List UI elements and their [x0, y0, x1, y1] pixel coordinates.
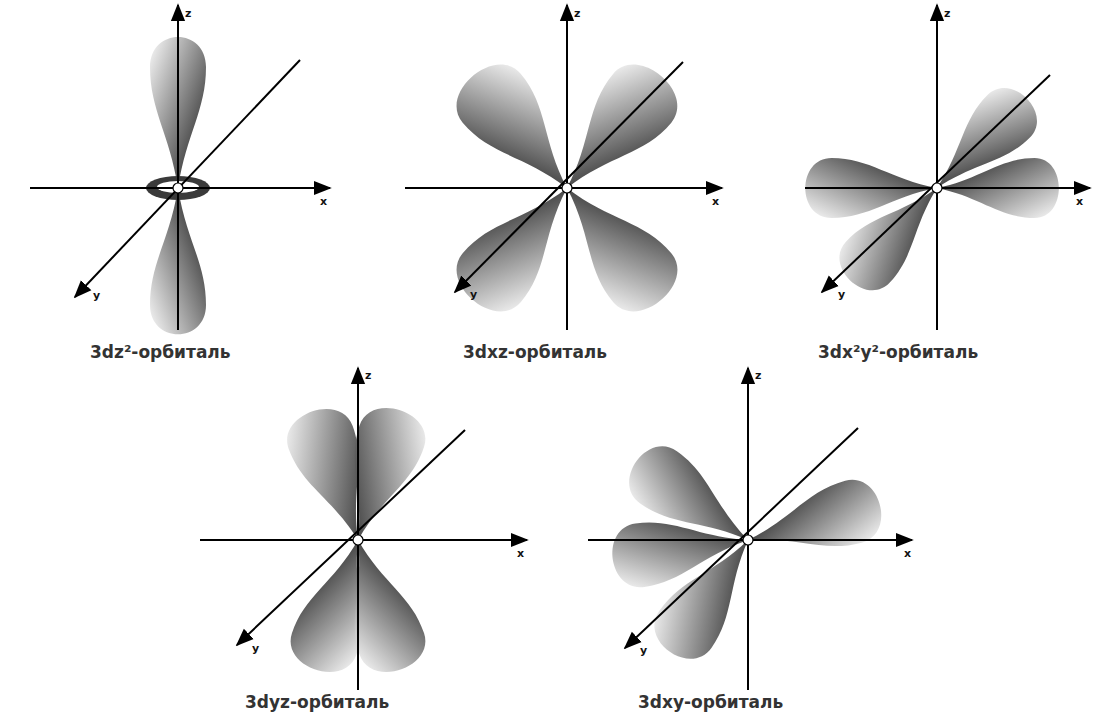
axis-label: z [185, 8, 191, 20]
orbital-caption: 3dz²-орбиталь [90, 343, 231, 362]
orbital-panel [30, 5, 330, 334]
orbital-caption: 3dxy-орбиталь [638, 693, 783, 712]
nucleus-dot [932, 183, 942, 193]
orbital-panel [200, 368, 527, 690]
axis-label: y [470, 289, 477, 301]
axis-label: x [712, 196, 719, 208]
orbital-lobe [326, 529, 433, 680]
axis-label: y [252, 643, 259, 655]
orbital-panel [805, 5, 1090, 330]
orbital-caption: 3dyz-орбиталь [245, 693, 389, 712]
nucleus-dot [353, 535, 363, 545]
axis-label: z [365, 370, 371, 382]
coordinate-axis [237, 430, 465, 645]
coordinate-axis [936, 5, 938, 330]
axis-label: x [1076, 196, 1083, 208]
coordinate-axis [75, 60, 300, 297]
orbital-caption: 3dxz-орбиталь [463, 343, 607, 362]
orbital-lobe [643, 522, 774, 671]
nucleus-dot [173, 183, 183, 193]
coordinate-axis [177, 5, 179, 330]
axis-label: y [838, 289, 845, 301]
orbital-caption: 3dx²y²-орбиталь [818, 343, 978, 362]
coordinate-axis [455, 62, 683, 292]
coordinate-axis [822, 75, 1050, 292]
nucleus-dot [562, 183, 572, 193]
axis-label: x [320, 196, 327, 208]
orbital-panel [588, 368, 912, 690]
orbital-lobe [740, 474, 888, 571]
coordinate-axis [805, 187, 1090, 189]
coordinate-axis [747, 368, 749, 690]
nucleus-dot [743, 535, 753, 545]
axis-label: y [93, 290, 100, 302]
coordinate-axis [566, 5, 568, 330]
axis-label: z [944, 8, 950, 20]
axis-label: y [640, 645, 647, 657]
axis-label: z [755, 370, 761, 382]
axis-label: x [904, 548, 911, 560]
axis-label: z [574, 8, 580, 20]
orbital-panel [405, 5, 722, 330]
coordinate-axis [625, 428, 858, 648]
axis-label: x [517, 548, 524, 560]
